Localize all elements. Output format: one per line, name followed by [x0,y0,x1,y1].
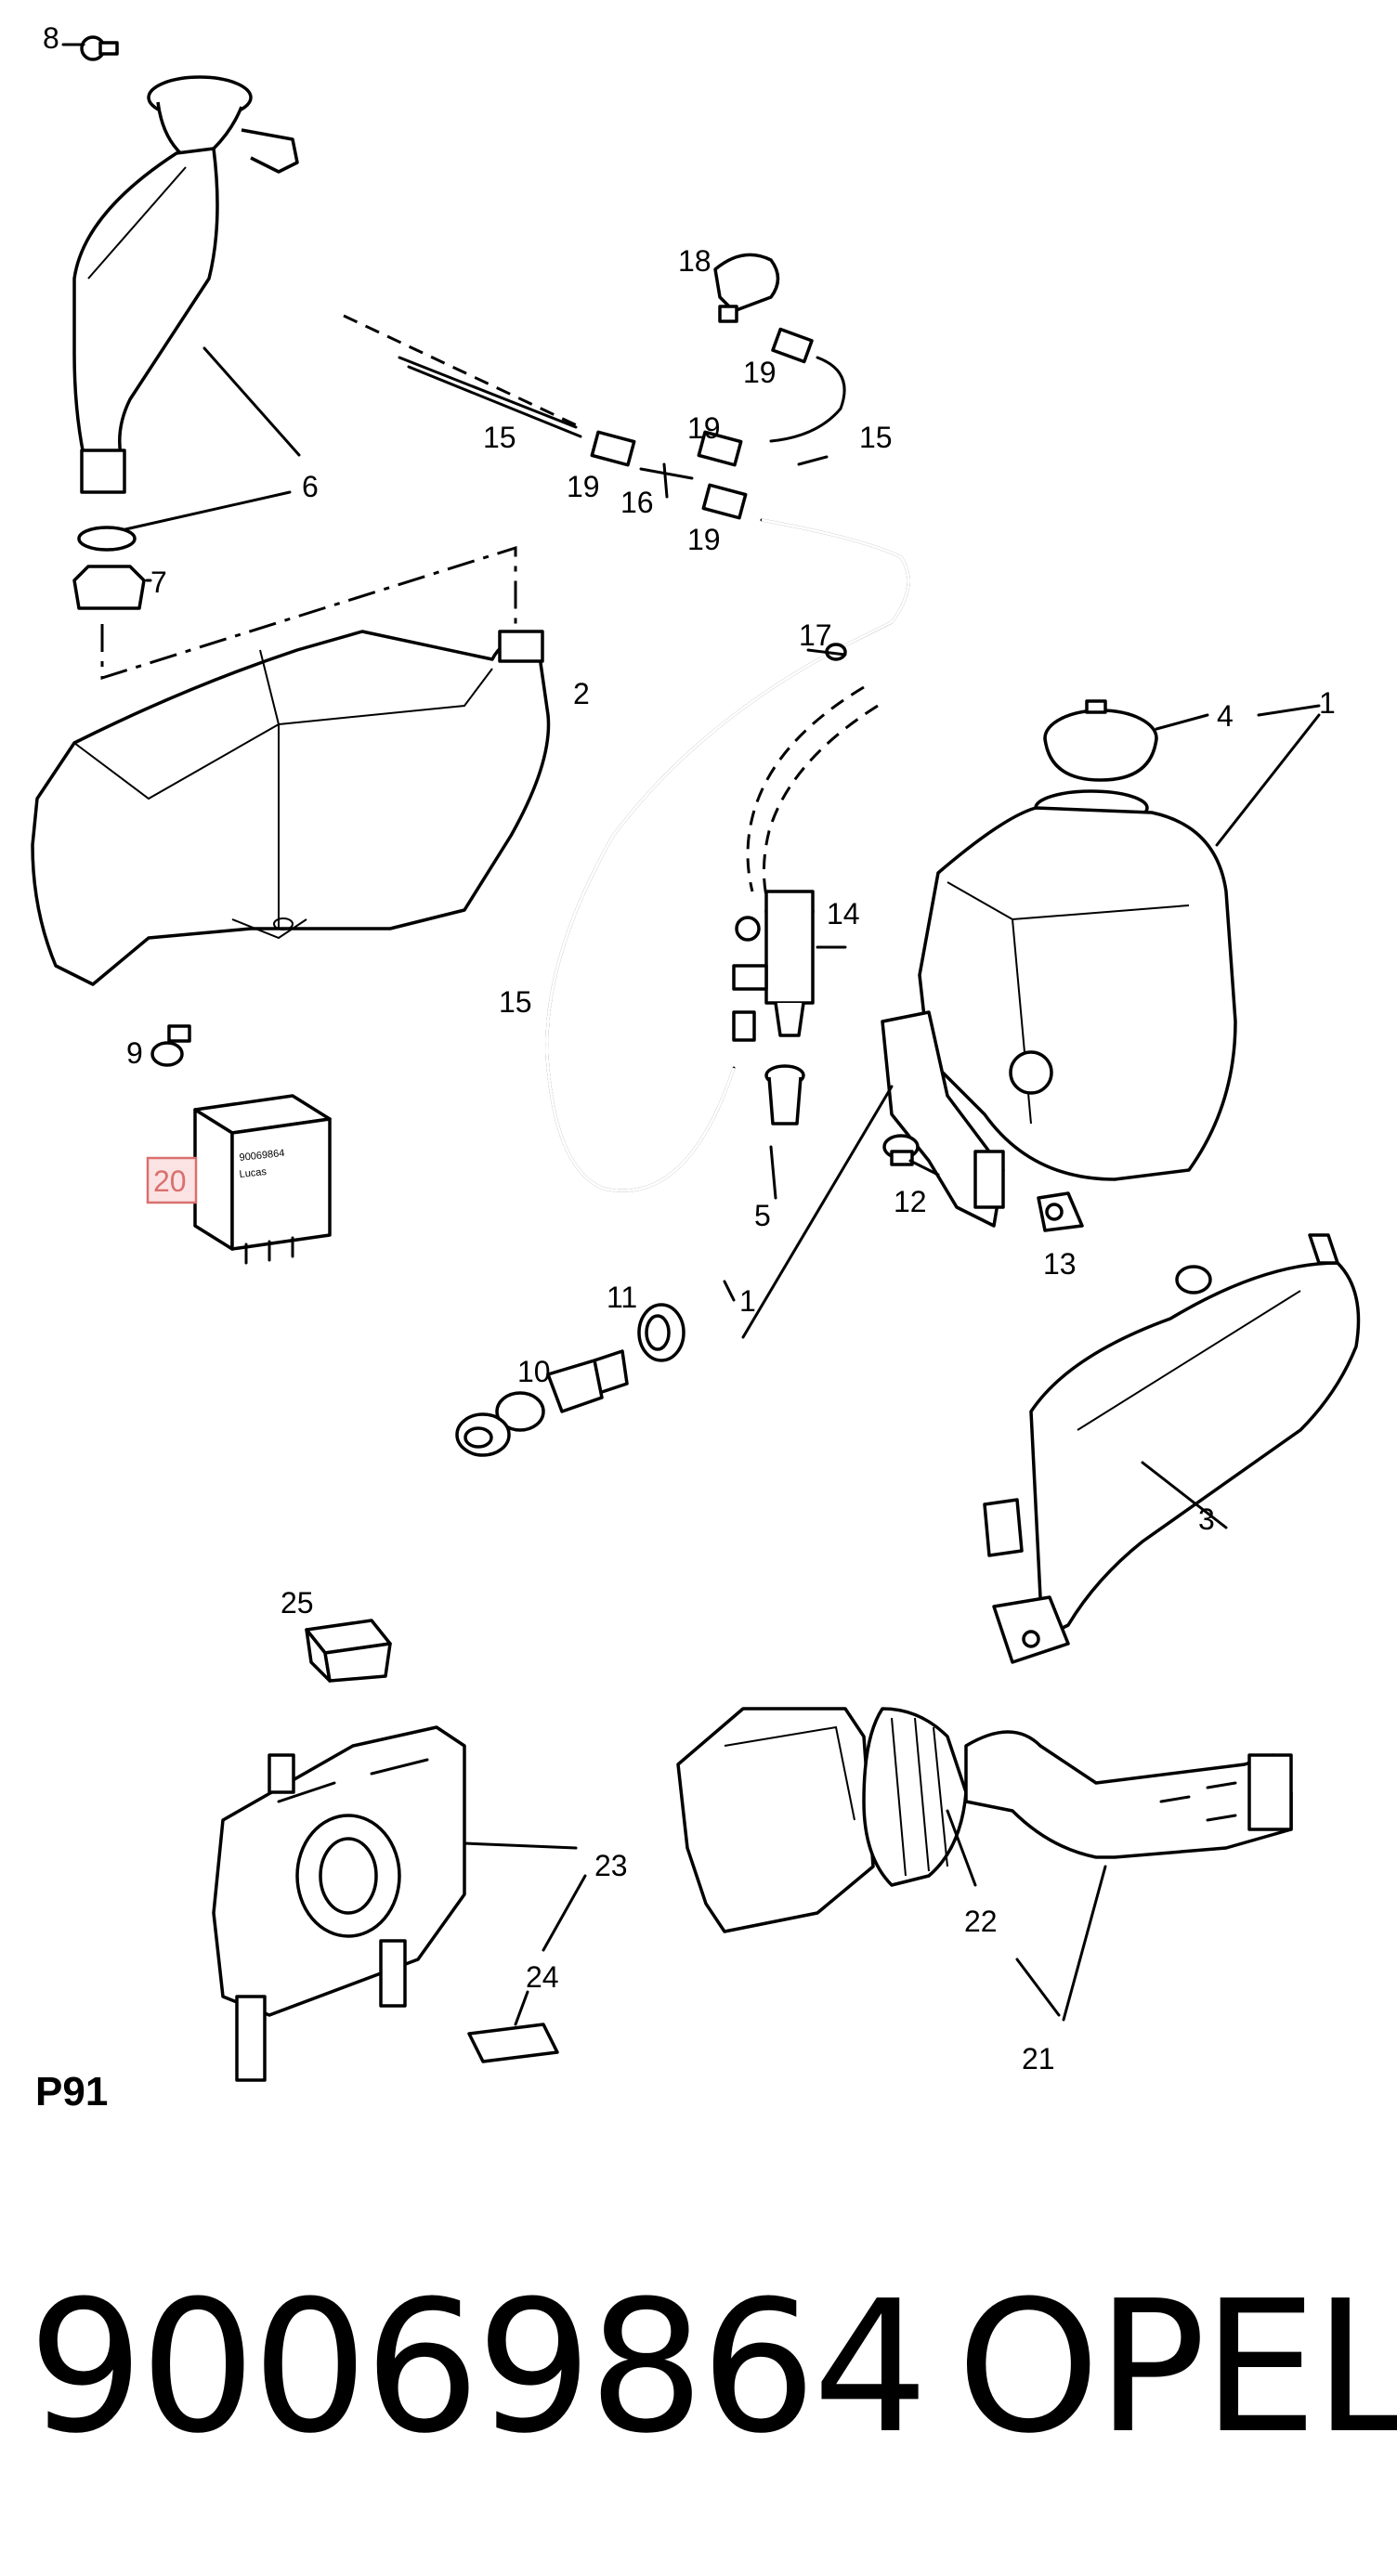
part-6-filler-neck [72,75,299,494]
part-20-relay: 90069864 Lucas [193,1094,332,1265]
parts-diagram: 90069864 Lucas [31,21,1361,2082]
part-19-connector-c [701,483,748,520]
callout-15-b: 15 [859,421,893,454]
callout-13: 13 [1043,1247,1077,1281]
callout-19-a: 19 [743,356,777,389]
part-21-stalk [964,1730,1293,1859]
callout-21: 21 [1022,2042,1055,2075]
relay-label-brand: Lucas [239,1166,268,1180]
part-5-grommet [764,1064,805,1125]
part-23-shroud [212,1725,466,2082]
part-9-screw [150,1024,191,1067]
callout-15-c: 15 [499,985,532,1019]
part-8-screw [80,35,119,61]
part-7-cap [72,526,146,610]
callout-10: 10 [517,1355,551,1388]
part-4-reservoir-cap [1043,699,1158,782]
callout-16: 16 [620,486,654,519]
leader-lines [61,43,1321,2026]
brand-name: OPEL [957,2262,1397,2474]
callout-14: 14 [827,897,860,930]
callout-23: 23 [594,1849,628,1882]
part-13-clip-nut [1037,1191,1084,1232]
callout-19-c: 19 [567,470,600,503]
part-24-clip [467,2023,559,2063]
callout-1-a: 1 [1319,686,1336,720]
callout-9: 9 [126,1036,143,1070]
callout-8: 8 [43,21,59,55]
part-17-dashed-routing [746,685,879,902]
part-19-connector-b [697,430,743,467]
part-17-long-hose [545,518,910,1192]
part-15-upper-hose [343,314,582,438]
part-3-housing [983,1233,1361,1664]
callout-20-highlight-box [146,1156,198,1204]
callout-19-d: 19 [687,523,721,556]
relay-label-part-number: 90069864 [239,1148,285,1164]
callout-3: 3 [1198,1503,1215,1536]
callout-15-a: 15 [483,421,516,454]
part-15-right-hose [769,356,846,443]
callout-4: 4 [1217,699,1234,733]
part-16-t-piece [639,462,694,499]
part-14-pump [732,890,815,1042]
part-11-grommet [637,1303,685,1362]
callout-2: 2 [573,677,590,710]
part-2-reservoir-tank [31,630,551,986]
footer: 90069864 OPEL [0,2257,1397,2498]
callout-7: 7 [150,566,167,599]
part-19-connector-a [590,430,636,467]
callout-12: 12 [894,1185,927,1218]
callout-6: 6 [302,470,319,503]
callout-18: 18 [678,244,712,278]
callout-labels: 8 6 7 2 18 19 15 19 15 19 16 19 17 4 1 1… [43,21,1336,2075]
page-code: P91 [35,2069,109,2114]
callout-20: 20 [153,1164,187,1198]
part-25-cap [305,1619,392,1683]
callout-5: 5 [754,1199,771,1232]
callout-25: 25 [281,1586,314,1620]
part-22-switch-body [676,1707,968,1933]
part-10-connector [455,1349,629,1457]
callout-22: 22 [964,1905,998,1938]
callout-19-b: 19 [687,411,721,445]
callout-24: 24 [526,1960,559,1994]
callout-17: 17 [799,618,832,652]
part-number: 90069864 [28,2262,929,2474]
assembly-bracket-line [100,545,517,681]
part-18-nozzle [713,253,814,364]
part-1-reservoir [881,789,1237,1228]
callout-1-b: 1 [739,1284,756,1318]
part-12-bolt [882,1134,940,1177]
callout-11: 11 [607,1281,637,1314]
